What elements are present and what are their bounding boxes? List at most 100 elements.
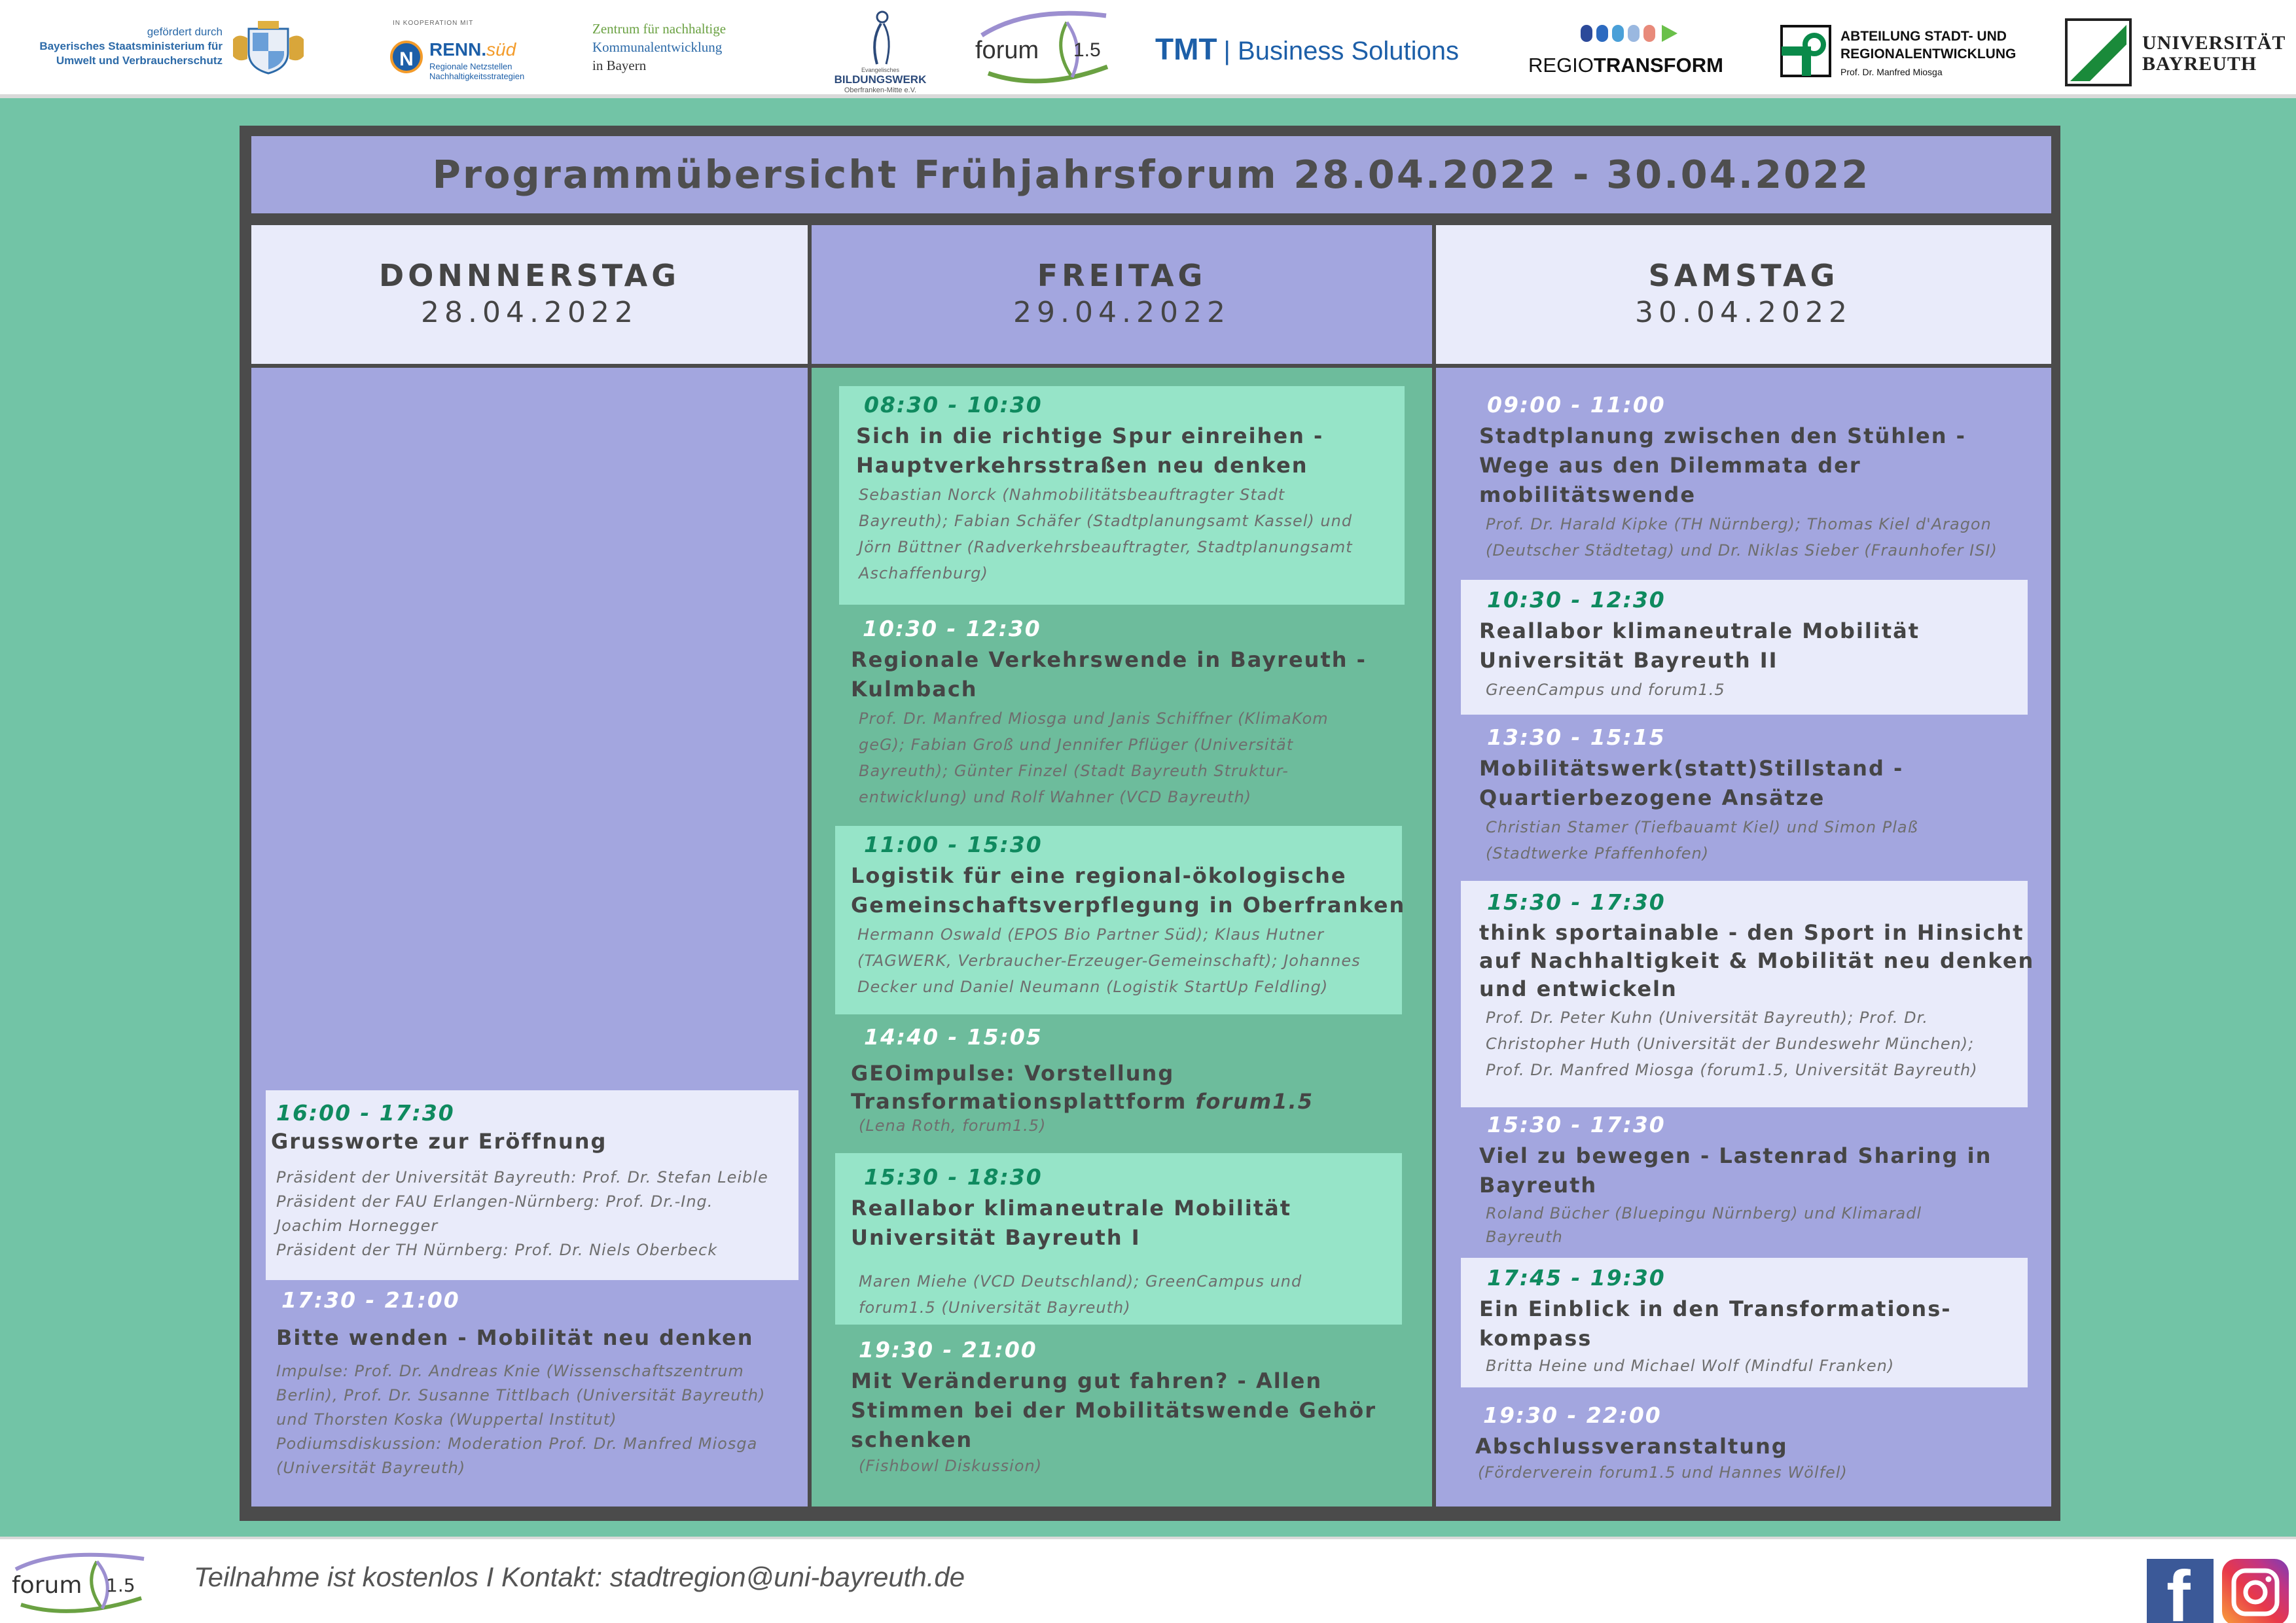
renn-n-icon: N [390, 41, 423, 73]
event-speakers: Präsident der Universität Bayreuth: Prof… [271, 1166, 795, 1262]
tmt-logo: TMT| Business Solutions [1155, 31, 1469, 67]
speaker-line: Präsident der TH Nürnberg: Prof. Dr. Nie… [276, 1241, 718, 1259]
bavaria-crest-icon [233, 21, 304, 75]
instagram-icon[interactable] [2222, 1559, 2289, 1623]
forum-header-text: forum [975, 37, 1039, 64]
forum-footer-text: forum [12, 1572, 82, 1599]
speaker-line: forum1.5 (Universität Bayreuth) [859, 1298, 1131, 1317]
title-line: Ein Einblick in den Transformations- [1479, 1296, 1952, 1321]
event-saturday-4: 15:30 - 17:30 think sportainable - den S… [1479, 889, 2036, 1083]
event-speakers: (Lena Roth, forum1.5) [851, 1116, 1401, 1135]
event-speakers: Britta Heine und Michael Wolf (Mindful F… [1479, 1355, 2029, 1377]
abteilung-line1: ABTEILUNG STADT- UND [1840, 29, 2007, 44]
day-date: 29.04.2022 [1013, 296, 1230, 329]
day-name: DONNNERSTAG [379, 258, 680, 293]
speaker-line: GreenCampus und forum1.5 [1486, 681, 1725, 699]
event-title: Mobilitätswerk(statt)Stillstand - Quarti… [1479, 754, 2029, 813]
title-line: schenken [851, 1427, 973, 1452]
title-line: auf Nachhaltigkeit & Mobilität neu denke… [1479, 948, 2035, 973]
event-friday-3: 11:00 - 15:30 Logistik für eine regional… [851, 831, 1407, 1000]
event-title: Reallabor klimaneutrale Mobilität Univer… [851, 1194, 1401, 1253]
event-thursday-1: 16:00 - 17:30 Grussworte zur Eröffnung P… [271, 1099, 795, 1262]
event-highlight [839, 386, 1405, 605]
regio-part1: REGIO [1528, 54, 1594, 77]
event-time: 17:45 - 19:30 [1487, 1265, 1666, 1291]
day-header-thursday: DONNNERSTAG 28.04.2022 [251, 225, 808, 364]
facebook-icon[interactable]: f [2147, 1556, 2214, 1623]
program-title: Programmübersicht Frühjahrsforum 28.04.2… [432, 152, 1871, 197]
title-line: Stimmen bei der Mobilitätswende Gehör [851, 1398, 1377, 1423]
speaker-line: Prof. Dr. Manfred Miosga (forum1.5, Univ… [1486, 1061, 1978, 1079]
speaker-line: Prof. Dr. Peter Kuhn (Universität Bayreu… [1486, 1008, 1928, 1027]
bavaria-line2: Bayerisches Staatsministerium für [39, 40, 223, 52]
tmt-name: TMT [1155, 32, 1217, 66]
speaker-line: Prof. Dr. Harald Kipke (TH Nürnberg); Th… [1486, 515, 1992, 533]
column-friday: 08:30 - 10:30 Sich in die richtige Spur … [812, 368, 1432, 1507]
title-prefix: Transformationsplattform [851, 1089, 1196, 1114]
title-line: Abschlussveranstaltung [1475, 1434, 1788, 1459]
speaker-line: Podiumsdiskussion: Moderation Prof. Dr. … [276, 1435, 758, 1453]
speaker-line: Prof. Dr. Manfred Miosga und Janis Schif… [859, 709, 1329, 728]
event-highlight [1461, 1258, 2028, 1387]
event-time: 15:30 - 17:30 [1487, 1112, 1666, 1137]
bildungswerk-name: BILDUNGSWERK [834, 73, 927, 86]
speaker-line: Hermann Oswald (EPOS Bio Partner Süd); K… [857, 925, 1324, 944]
event-thursday-2: 17:30 - 21:00 Bitte wenden - Mobilität n… [276, 1287, 800, 1480]
event-saturday-5: 15:30 - 17:30 Viel zu bewegen - Lastenra… [1479, 1111, 2029, 1249]
speaker-line: Maren Miehe (VCD Deutschland); GreenCamp… [859, 1272, 1302, 1291]
speaker-line: Britta Heine und Michael Wolf (Mindful F… [1486, 1357, 1895, 1375]
header-divider [0, 94, 2296, 98]
title-line: Transformationsplattform forum1.5 [851, 1088, 1401, 1115]
bavaria-ministry-logo: gefördert durch Bayerisches Staatsminist… [13, 25, 223, 68]
day-name: FREITAG [1037, 258, 1207, 293]
title-line: Sich in die richtige Spur einreihen - [856, 423, 1324, 448]
title-line: und entwickeln [1479, 976, 1677, 1001]
day-name: SAMSTAG [1648, 258, 1839, 293]
event-title: Ein Einblick in den Transformations- kom… [1479, 1294, 2029, 1353]
speaker-line: Sebastian Norck (Nahmobilitätsbeauftragt… [859, 486, 1285, 504]
speaker-line: Bayreuth [1486, 1228, 1563, 1246]
event-title: Reallabor klimaneutrale Mobilität Univer… [1479, 616, 2029, 675]
event-saturday-2: 10:30 - 12:30 Reallabor klimaneutrale Mo… [1479, 586, 2029, 703]
uni-bayreuth-mark-icon [2065, 18, 2132, 86]
speaker-line: Joachim Hornegger [276, 1217, 439, 1235]
forum-logo-header: forum 1.5 [969, 9, 1119, 86]
title-line: Regionale Verkehrswende in Bayreuth - [851, 647, 1367, 672]
logo-bar: gefördert durch Bayerisches Staatsminist… [0, 0, 2296, 98]
event-time: 14:40 - 15:05 [864, 1024, 1043, 1050]
forum-swoosh-icon [14, 1552, 145, 1613]
tmt-sub: | Business Solutions [1223, 37, 1459, 65]
footer-contact-text: Teilnahme ist kostenlos I Kontakt: stadt… [194, 1561, 965, 1592]
title-line: Viel zu bewegen - Lastenrad Sharing in [1479, 1143, 1992, 1168]
forum-swoosh-icon [980, 10, 1109, 84]
abteilung-line2: REGIONALENTWICKLUNG [1840, 46, 2017, 62]
event-highlight [1461, 580, 2028, 715]
renn-name: RENN.süd [429, 39, 516, 60]
event-time: 17:30 - 21:00 [281, 1287, 460, 1313]
title-line: Wege aus den Dilemmata der [1479, 453, 1861, 478]
event-speakers: Maren Miehe (VCD Deutschland); GreenCamp… [851, 1268, 1401, 1321]
speaker-line: Bayreuth); Fabian Schäfer (Stadtplanungs… [859, 512, 1353, 530]
speaker-line: Decker und Daniel Neumann (Logistik Star… [857, 978, 1329, 996]
footer-divider [0, 1537, 2296, 1539]
event-title: Viel zu bewegen - Lastenrad Sharing in B… [1479, 1141, 2029, 1200]
speaker-line: Bayreuth); Günter Finzel (Stadt Bayreuth… [859, 762, 1289, 780]
event-speakers: Sebastian Norck (Nahmobilitätsbeauftragt… [856, 482, 1406, 586]
event-speakers: Impulse: Prof. Dr. Andreas Knie (Wissens… [276, 1359, 800, 1480]
zentrum-line3: in Bayern [592, 58, 647, 73]
renn-small: IN KOOPERATION MIT [393, 20, 474, 27]
speaker-line: Jörn Büttner (Radverkehrsbeauftragter, S… [859, 538, 1353, 556]
title-line: Mobilitätswerk(statt)Stillstand - [1479, 756, 1904, 781]
title-line: Logistik für eine regional-ökologische [851, 863, 1347, 888]
event-speakers: Christian Stamer (Tiefbauamt Kiel) und S… [1479, 814, 2029, 866]
day-date: 30.04.2022 [1635, 296, 1852, 329]
event-speakers: Hermann Oswald (EPOS Bio Partner Süd); K… [851, 921, 1407, 1000]
event-speakers: Roland Bücher (Bluepingu Nürnberg) und K… [1479, 1202, 2029, 1249]
regio-part2: TRANSFORM [1593, 54, 1723, 77]
event-speakers: Prof. Dr. Manfred Miosga und Janis Schif… [851, 705, 1401, 810]
event-saturday-7: 19:30 - 22:00 Abschlussveranstaltung (Fö… [1475, 1402, 2025, 1482]
event-highlight [835, 1153, 1402, 1325]
speaker-line: geG); Fabian Groß und Jennifer Pflüger (… [859, 736, 1294, 754]
